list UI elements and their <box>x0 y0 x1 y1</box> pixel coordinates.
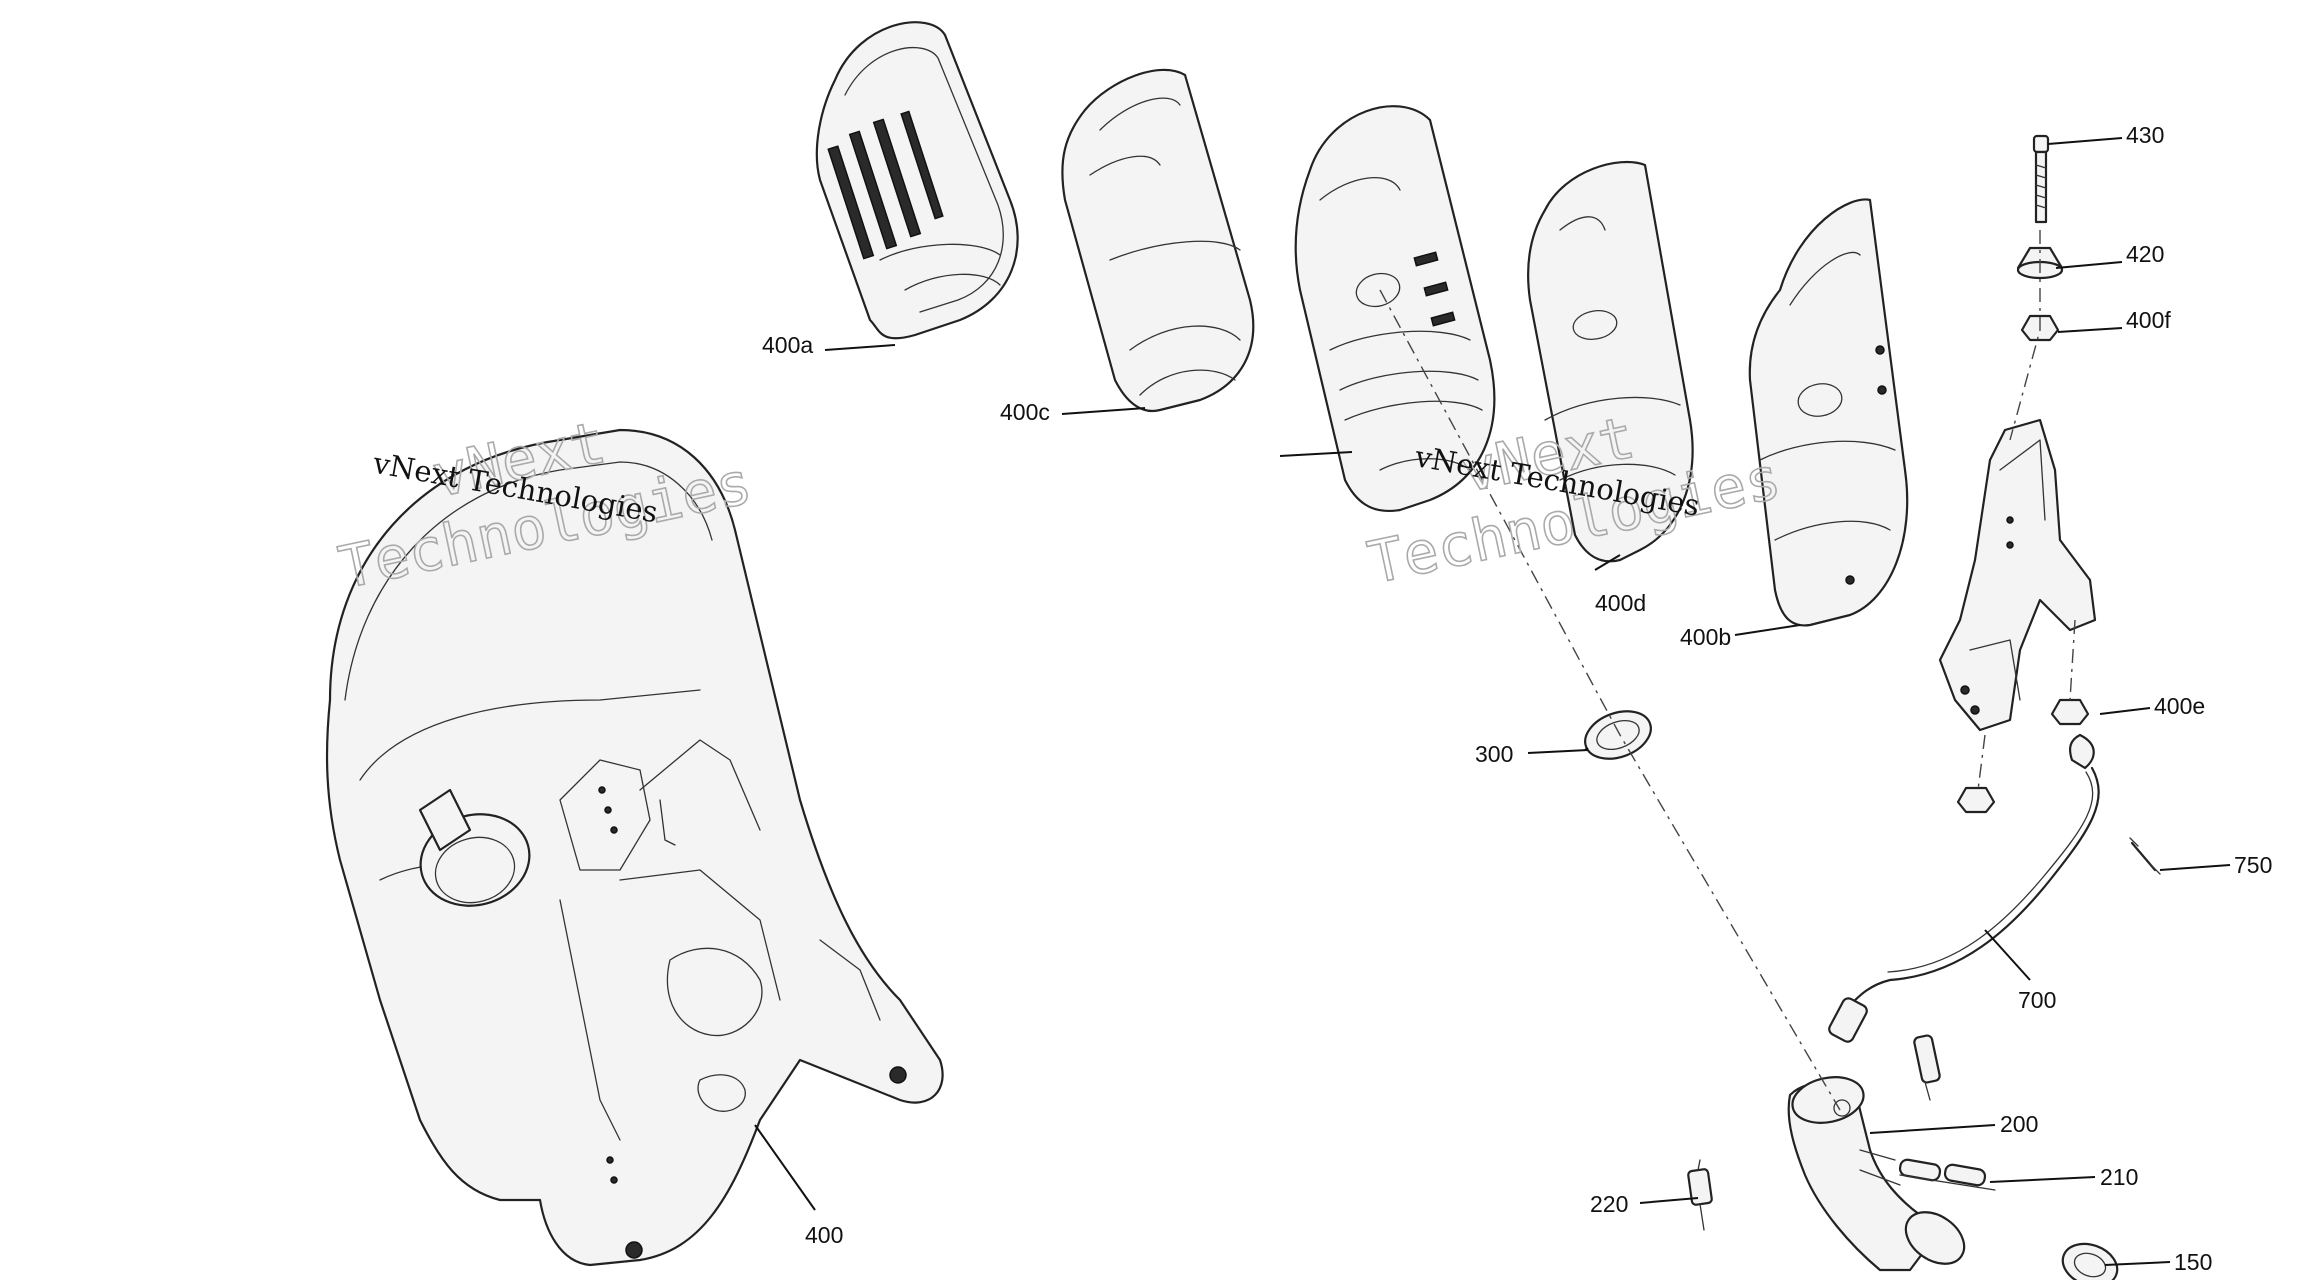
callout-700: 700 <box>2018 987 2056 1013</box>
callout-210: 210 <box>2100 1164 2138 1190</box>
callout-300: 300 <box>1475 741 1513 767</box>
callout-400a: 400a <box>762 332 813 358</box>
callout-430: 430 <box>2126 122 2164 148</box>
callout-150: 150 <box>2174 1249 2212 1275</box>
part-150-flange <box>2061 1242 2119 1280</box>
callout-420: 420 <box>2126 241 2164 267</box>
callout-200: 200 <box>2000 1111 2038 1137</box>
connector-plug <box>1913 1034 1941 1101</box>
part-700-cable <box>1828 733 2100 1043</box>
callout-750: 750 <box>2234 852 2272 878</box>
part-210-clamp <box>1898 1158 1996 1191</box>
part-220-sensor <box>1687 1159 1713 1231</box>
leader-lines <box>754 137 2231 1266</box>
part-200-pipe-elbow <box>1787 1076 1966 1272</box>
assembly-centerline <box>1379 230 2076 1111</box>
part-400b-inner-shell <box>1748 198 1909 627</box>
callout-220: 220 <box>1590 1191 1628 1217</box>
mounting-bracket <box>1938 418 2097 732</box>
part-400d-shell <box>1527 160 1694 563</box>
callout-400c: 400c <box>1000 399 1050 425</box>
callout-400b: 400b <box>1680 624 1731 650</box>
callout-400d: 400d <box>1595 590 1646 616</box>
callout-400e: 400e <box>2154 693 2205 719</box>
callout-400: 400 <box>805 1222 843 1248</box>
callout-400f: 400f <box>2126 307 2171 333</box>
lower-bracket-nut <box>1956 786 1996 814</box>
callout-labels: 430 420 400f 400a 400c 400d 400b 400e 30… <box>762 122 2272 1275</box>
part-400e-nut <box>2050 698 2090 726</box>
part-400c-shell <box>1061 68 1255 413</box>
part-750-sensor-pin <box>2129 837 2161 875</box>
part-400a-outer-shell <box>815 21 1019 340</box>
part-300-gasket <box>1584 710 1652 760</box>
part-430-bolt <box>2032 134 2050 224</box>
part-400-main-assembly <box>325 428 944 1267</box>
